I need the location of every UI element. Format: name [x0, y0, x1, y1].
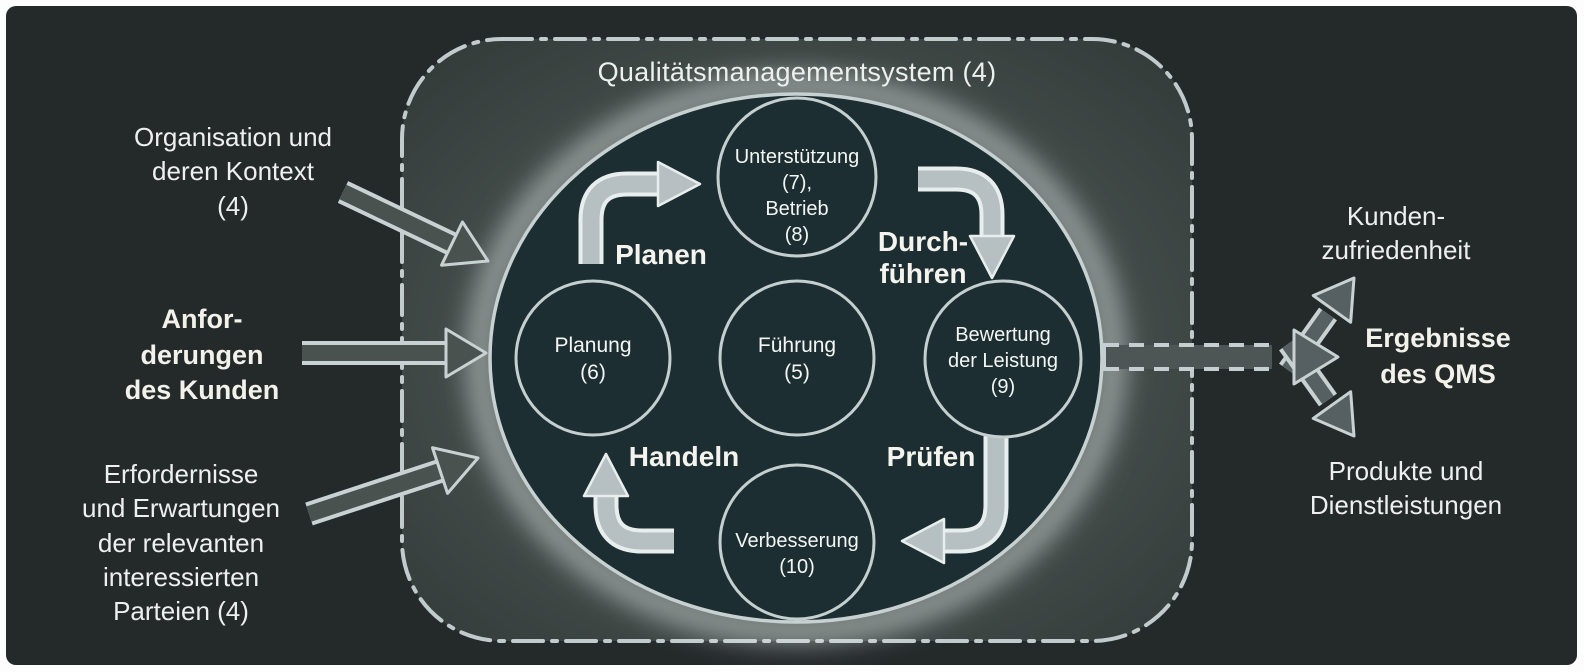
input-label-anforderungen-kunde: Anfor- derungen des Kunden: [124, 304, 280, 406]
input-arrows: [302, 181, 490, 526]
output-label-kundenzufriedenheit: Kunden- zufriedenheit: [1321, 201, 1471, 266]
circle-unterstuetzung-betrieb: [716, 96, 878, 258]
input-label-erfordernisse-parteien: Erfordernisse und Erwartungen der releva…: [81, 459, 281, 627]
pdca-label-planen: Planen: [615, 239, 707, 270]
node-label-bewertung-leistung: Bewertung der Leistung (9): [947, 324, 1059, 398]
node-label-verbesserung: Verbesserung (10): [735, 530, 859, 578]
input-label-organisation-kontext: Organisation und deren Kontext (4): [133, 122, 333, 221]
check-arrow: [900, 436, 1009, 565]
output-label-ergebnisse-qms: Ergebnisse des QMS: [1365, 323, 1511, 389]
pdca-label-handeln: Handeln: [628, 441, 740, 472]
node-label-planung: Planung (6): [554, 334, 632, 385]
clause-circles: [514, 96, 1083, 621]
pdca-label-pruefen: Prüfen: [886, 441, 976, 472]
act-arrow: [582, 452, 674, 554]
circle-verbesserung: [718, 463, 876, 621]
pdca-diagram-graphics: [302, 37, 1356, 643]
output-label-produkte-dienstleistungen: Produkte und Dienstleistungen: [1309, 456, 1503, 521]
output-connector: [1102, 343, 1272, 371]
input-arrow-anforderungen: [302, 327, 488, 379]
node-label-fuehrung: Führung (5): [757, 334, 837, 385]
diagram-canvas: Qualitätsmanagementsystem (4) Organisati…: [6, 6, 1577, 665]
input-arrow-organisation: [337, 181, 490, 267]
output-connector-band: [1104, 345, 1272, 369]
circle-fuehrung: [718, 279, 876, 437]
pdca-label-durchfuehren: Durch- führen: [877, 226, 969, 290]
circle-planung: [514, 279, 672, 437]
output-split-arrows: [1279, 276, 1356, 438]
input-arrow-erfordernisse: [305, 446, 480, 526]
qms-title: Qualitätsmanagementsystem (4): [597, 57, 997, 87]
circle-bewertung-leistung: [923, 279, 1083, 439]
output-arrow-right-head: [1292, 328, 1340, 386]
node-label-unterstuetzung-betrieb: Unterstützung (7), Betrieb (8): [734, 146, 860, 246]
cycle-arrows: [578, 160, 1016, 565]
plan-arrow: [578, 160, 702, 264]
do-arrow: [918, 166, 1016, 280]
